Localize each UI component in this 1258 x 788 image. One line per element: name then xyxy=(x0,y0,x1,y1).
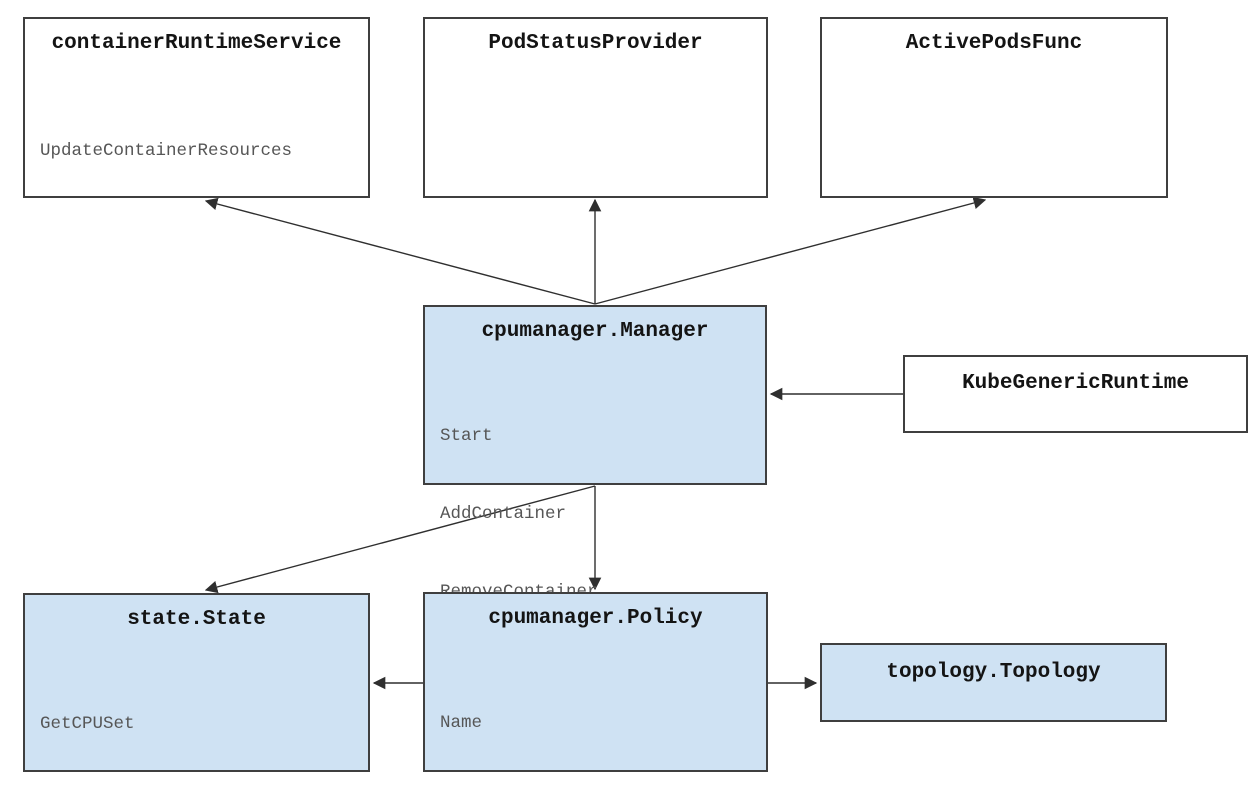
method-label: Name xyxy=(440,713,483,733)
node-methods: Name AddContainer RemoveContainer xyxy=(425,658,766,788)
node-state-state: state.State GetCPUSet GetDefaultCPUSet S… xyxy=(23,593,370,772)
edge-manager-to-container-runtime-service xyxy=(204,197,596,305)
node-title: cpumanager.Policy xyxy=(488,607,703,630)
method-label: GetCPUSet xyxy=(40,714,135,734)
node-cpumanager-policy: cpumanager.Policy Name AddContainer Remo… xyxy=(423,592,768,772)
node-title: KubeGenericRuntime xyxy=(962,372,1189,395)
node-title: topology.Topology xyxy=(886,661,1101,684)
node-title: PodStatusProvider xyxy=(488,32,703,55)
method-label: AddContainer xyxy=(440,504,567,524)
method-label: Start xyxy=(440,426,493,446)
node-methods: GetCPUSet GetDefaultCPUSet SetCPUSet Set… xyxy=(25,659,368,788)
node-title: ActivePodsFunc xyxy=(905,32,1083,55)
node-title: cpumanager.Manager xyxy=(481,320,709,343)
node-pod-status-provider: PodStatusProvider xyxy=(423,17,768,198)
node-title: containerRuntimeService xyxy=(51,32,342,55)
node-container-runtime-service: containerRuntimeService UpdateContainerR… xyxy=(23,17,370,198)
node-cpumanager-manager: cpumanager.Manager Start AddContainer Re… xyxy=(423,305,767,680)
edge-manager-to-active-pods-func xyxy=(594,196,987,305)
node-kube-generic-runtime: KubeGenericRuntime xyxy=(903,355,1248,433)
edge-manager-to-state-state xyxy=(204,485,596,594)
node-active-pods-func: ActivePodsFunc xyxy=(820,17,1168,198)
method-label: UpdateContainerResources xyxy=(40,141,293,161)
node-title: state.State xyxy=(127,608,266,631)
node-topology-topology: topology.Topology xyxy=(820,643,1167,722)
node-methods: UpdateContainerResources xyxy=(25,86,368,216)
